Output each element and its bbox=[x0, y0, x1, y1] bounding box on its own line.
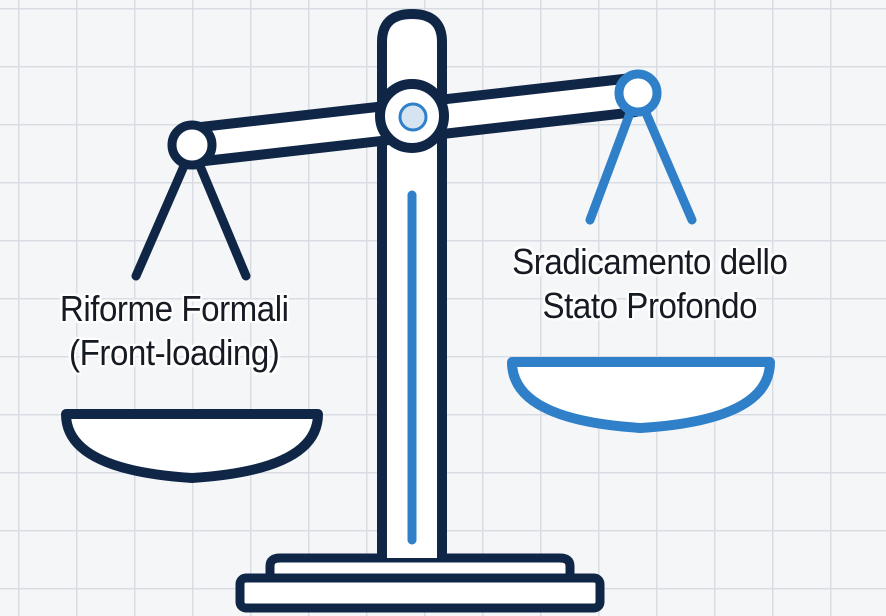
left-pan bbox=[61, 120, 323, 483]
right-pan-label-line2: Stato Profondo bbox=[542, 285, 758, 326]
left-pan-label: Riforme Formali (Front-loading) bbox=[4, 287, 344, 375]
right-pan-label-line1: Sradicamento dello bbox=[512, 241, 788, 282]
pivot-hub bbox=[375, 79, 449, 153]
right-pan bbox=[507, 69, 775, 433]
right-pan-label: Sradicamento dello Stato Profondo bbox=[452, 240, 848, 328]
scale-base bbox=[235, 553, 605, 613]
left-pan-label-line2: (Front-loading) bbox=[69, 332, 280, 373]
scale-column bbox=[377, 9, 447, 558]
left-pan-label-line1: Riforme Formali bbox=[59, 288, 289, 329]
